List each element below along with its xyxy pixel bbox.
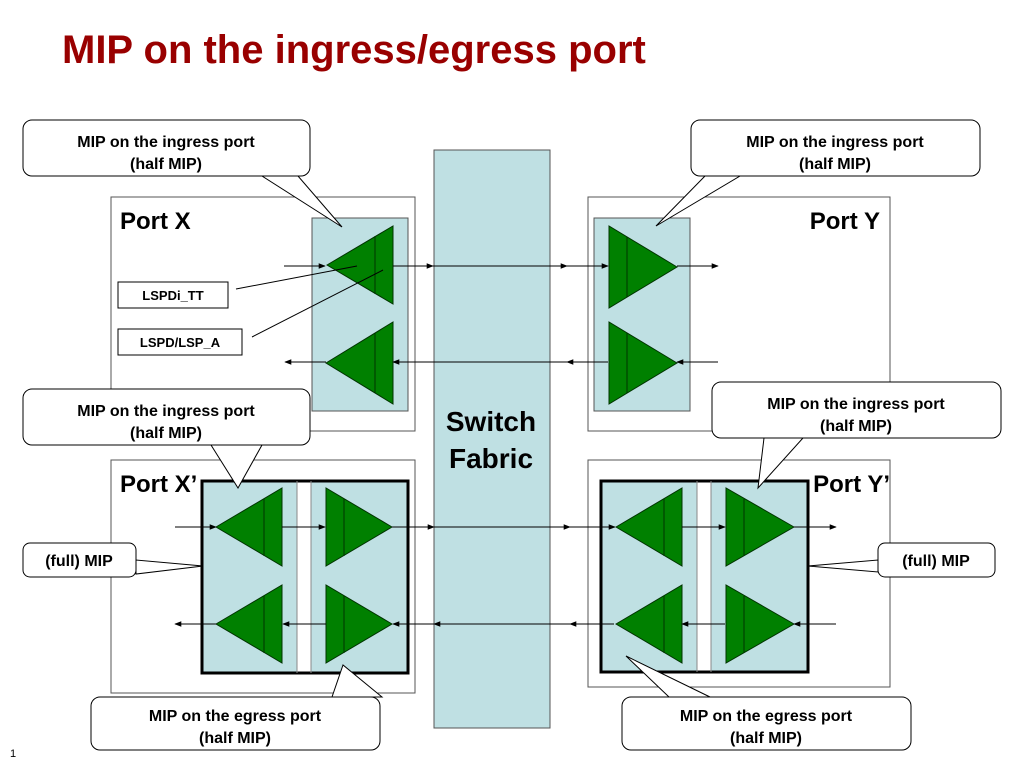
callout-ingress-x — [22, 119, 311, 177]
switch-fabric — [433, 149, 551, 729]
callout-full-mip-right — [877, 542, 996, 578]
callout-ingress-x-line2: (half MIP) — [130, 156, 202, 173]
callout-ingress-y-prime-line2: (half MIP) — [820, 418, 892, 435]
label-lspdi-tt-box — [117, 281, 229, 309]
mip-triangle-icon — [215, 225, 796, 664]
slide-number: 1 — [10, 748, 16, 760]
label-lspd-lsp-a-box — [117, 328, 243, 356]
callout-egress-right — [621, 696, 912, 751]
callout-ingress-y-line2: (half MIP) — [799, 156, 871, 173]
callout-ingress-x-line1: MIP on the ingress port — [77, 134, 255, 151]
switch-fabric-label-line2: Fabric — [449, 443, 533, 474]
label-lspd-lsp-a: LSPD/LSP_A — [140, 335, 221, 350]
arrow-right-icon — [175, 263, 837, 530]
slide-title: MIP on the ingress/egress port — [62, 28, 646, 72]
callout-egress-left-line1: MIP on the egress port — [149, 708, 322, 725]
label-lspdi-tt: LSPDi_TT — [142, 288, 203, 303]
port-y-prime-full-mip — [599, 479, 810, 674]
port-x-prime-label: Port X’ — [120, 471, 197, 498]
callout-ingress-x-prime — [22, 388, 311, 446]
port-y-label: Port Y — [810, 208, 880, 235]
callout-egress-right-line1: MIP on the egress port — [680, 708, 853, 725]
port-x-label: Port X — [120, 208, 191, 235]
callout-ingress-y-line1: MIP on the ingress port — [746, 134, 924, 151]
callout-ingress-x-prime-line2: (half MIP) — [130, 425, 202, 442]
callout-ingress-y-prime — [711, 381, 1002, 439]
arrow-left-icon — [174, 359, 836, 627]
callout-ingress-y-prime-line1: MIP on the ingress port — [767, 396, 945, 413]
callout-egress-left — [90, 696, 381, 751]
callout-full-mip-left-text: (full) MIP — [45, 553, 113, 570]
callout-full-mip-right-text: (full) MIP — [902, 553, 970, 570]
callout-ingress-y — [690, 119, 981, 177]
port-y-prime-label: Port Y’ — [813, 471, 890, 498]
callout-ingress-x-prime-line1: MIP on the ingress port — [77, 403, 255, 420]
callout-egress-left-line2: (half MIP) — [199, 730, 271, 747]
switch-fabric-label-line1: Switch — [446, 406, 536, 437]
callout-egress-right-line2: (half MIP) — [730, 730, 802, 747]
callout-full-mip-left — [22, 542, 137, 578]
port-x-prime-full-mip — [200, 479, 410, 675]
